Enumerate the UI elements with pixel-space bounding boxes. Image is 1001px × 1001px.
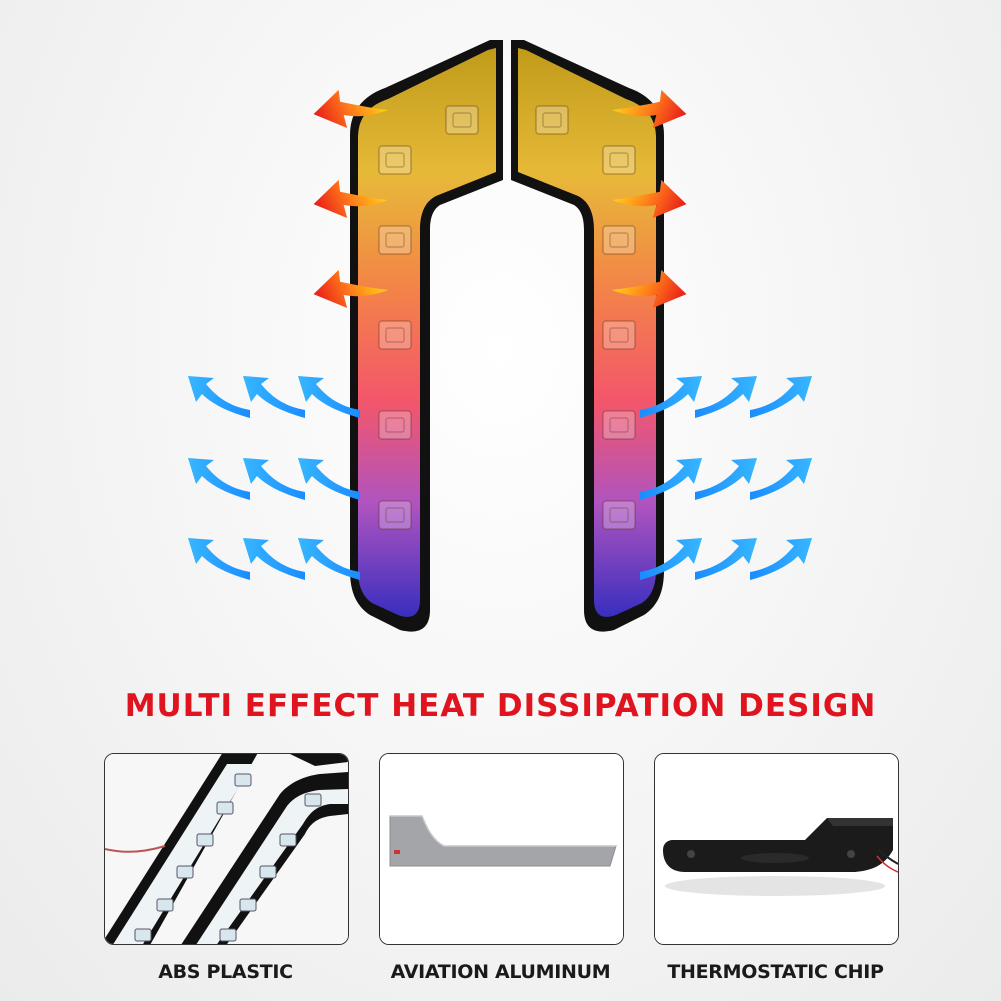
lamp-back-housing-image [655, 754, 898, 944]
caption-abs-plastic: ABS PLASTIC [158, 961, 293, 983]
aluminum-plate-image [380, 754, 623, 944]
material-panel-thermostatic [654, 753, 899, 945]
heat-dissipation-illustration [188, 40, 812, 632]
led-lamp-closeup-image [105, 754, 348, 944]
cool-arrows-left [188, 376, 360, 580]
left-lamp [350, 40, 503, 632]
caption-aviation-aluminum: AVIATION ALUMINUM [390, 961, 611, 983]
headline: MULTI EFFECT HEAT DISSIPATION DESIGN [124, 688, 877, 724]
material-panel-aluminum [379, 753, 624, 945]
cool-arrows-right [640, 376, 812, 580]
caption-thermostatic-chip: THERMOSTATIC CHIP [667, 961, 884, 983]
right-lamp [511, 40, 664, 632]
material-panel-abs [104, 753, 349, 945]
